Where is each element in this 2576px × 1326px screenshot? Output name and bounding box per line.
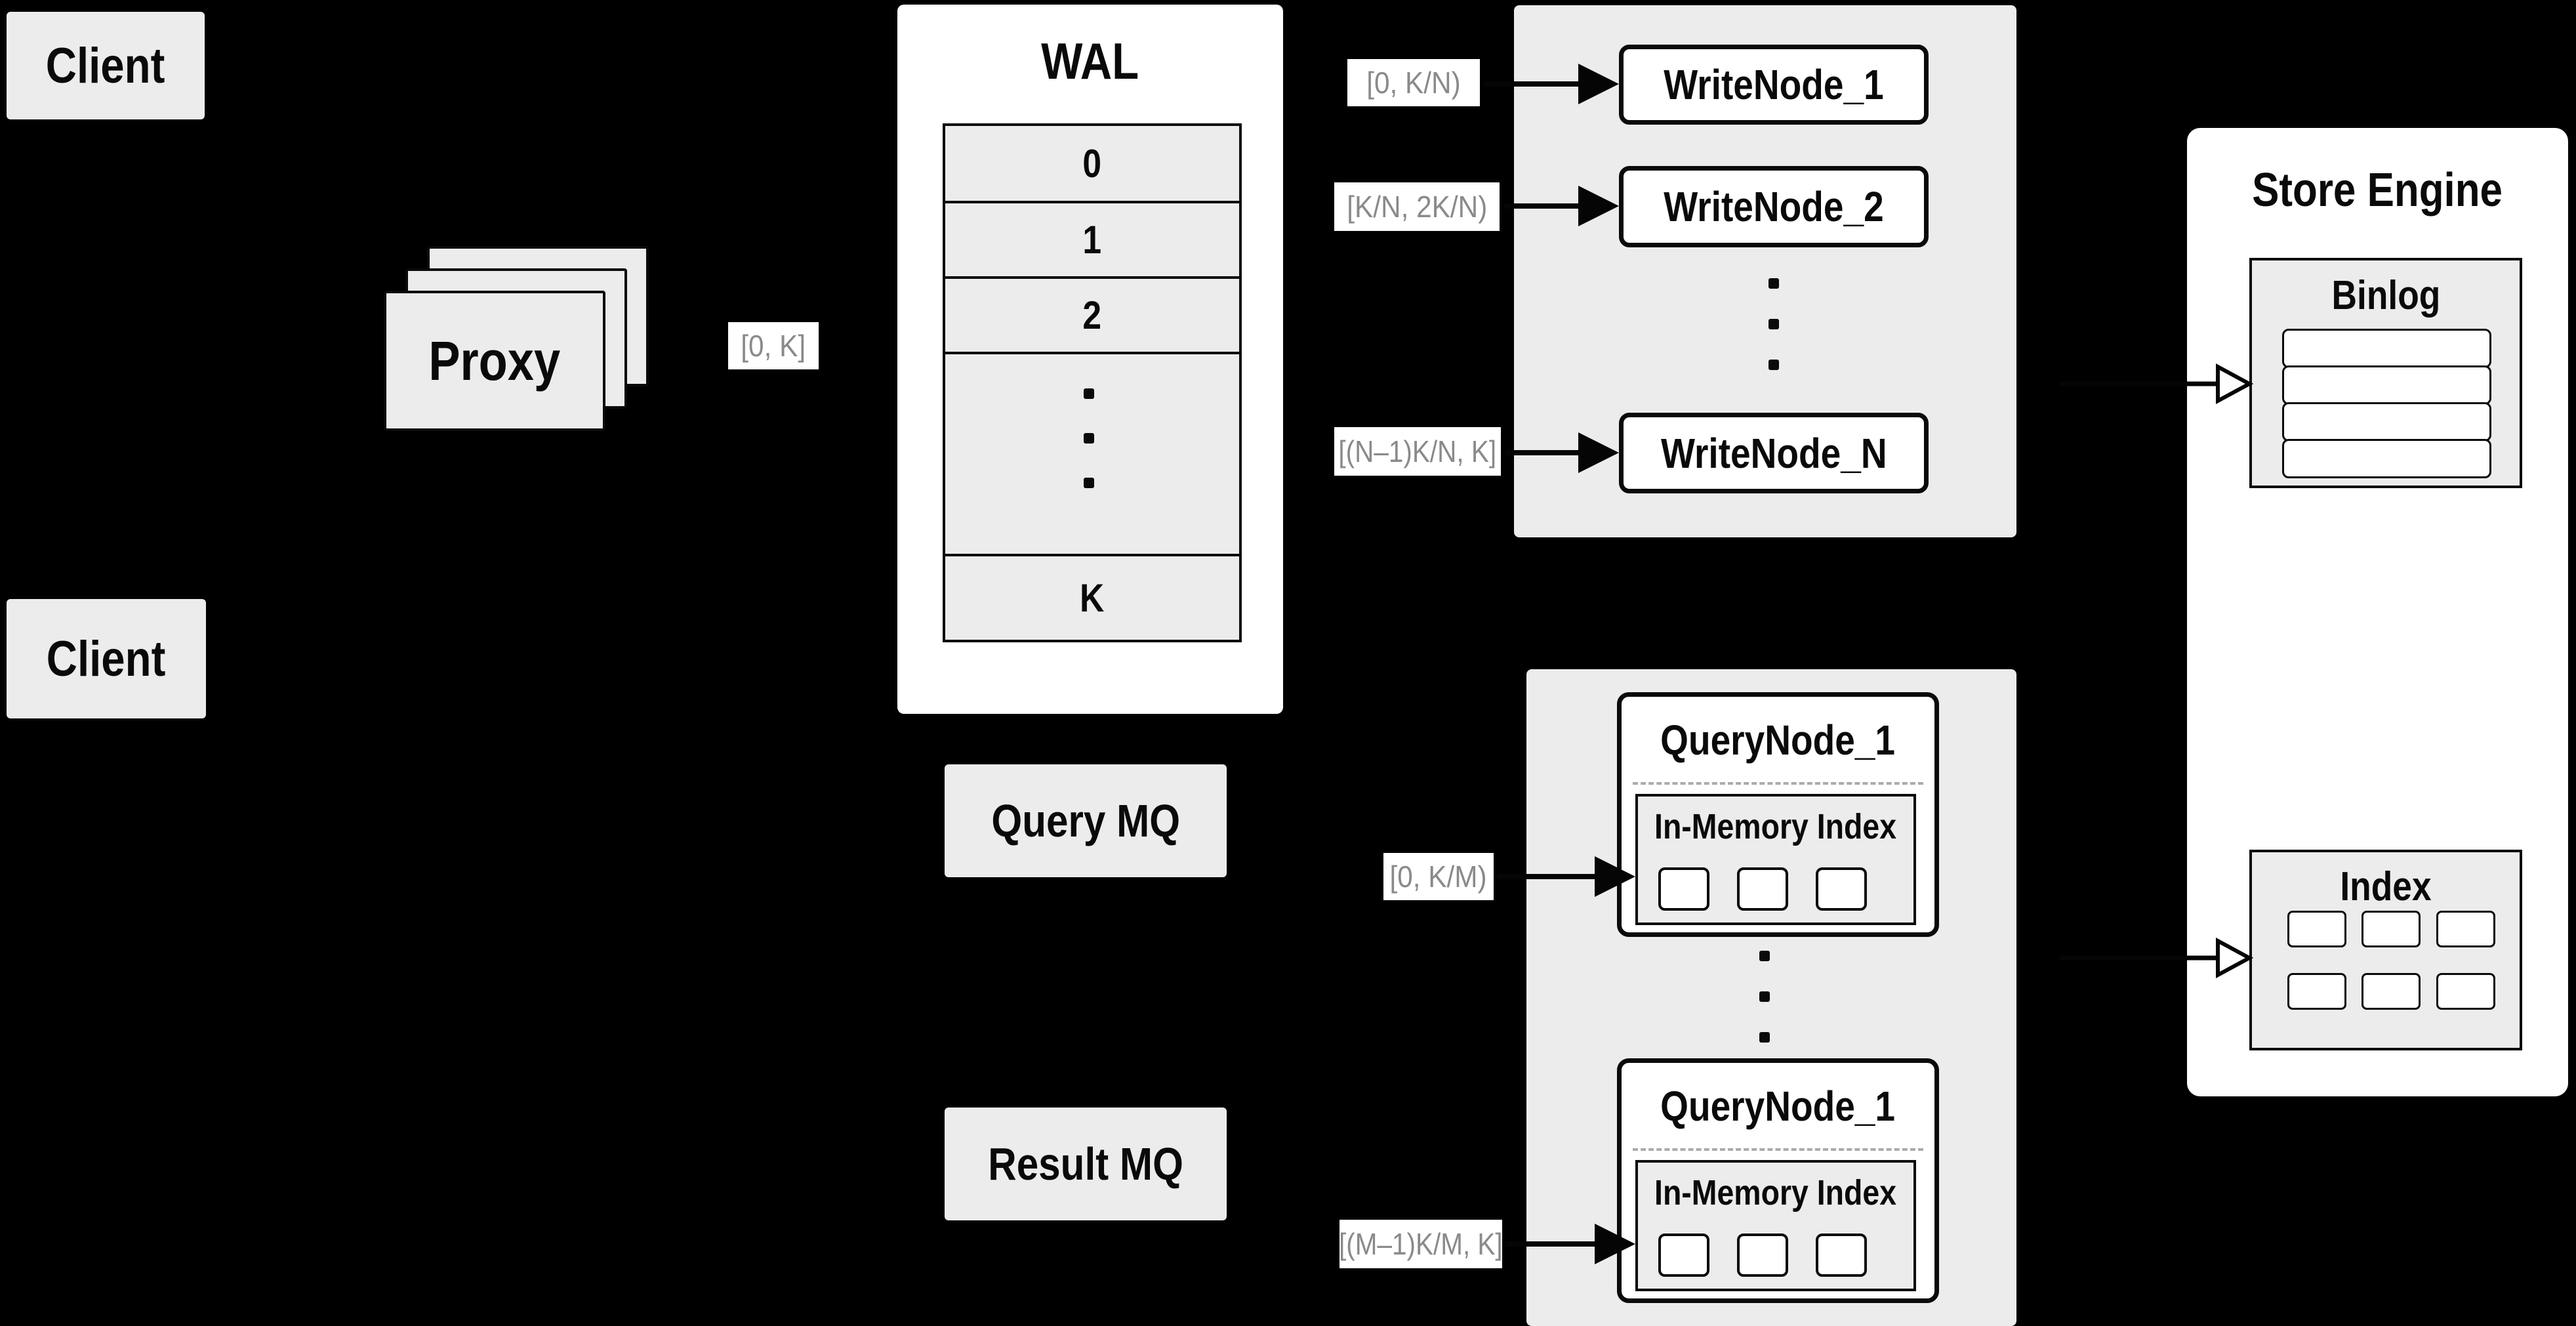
writenode-n-box: WriteNode_N xyxy=(1619,413,1929,493)
range-chip-writenode-1-label: [0, K/N) xyxy=(1366,66,1461,100)
wal-segment-row: 0 xyxy=(943,123,1242,203)
querynode-2-inmemory-index-label: In-Memory Index xyxy=(1654,1173,1897,1212)
proxy-label: Proxy xyxy=(428,329,561,392)
writenode-1-label: WriteNode_1 xyxy=(1664,61,1884,108)
querynode-2-title-wrap: QueryNode_1 xyxy=(1617,1069,1939,1143)
ellipsis-dot xyxy=(1084,433,1094,444)
wal-segment-row: K xyxy=(943,554,1242,642)
query-mq-box: Query MQ xyxy=(945,764,1227,877)
index-segment-cell xyxy=(2287,911,2346,947)
store-engine-label: Store Engine xyxy=(2252,164,2503,217)
ellipsis-dot xyxy=(1768,360,1779,370)
proxy-card-front: Proxy xyxy=(384,291,605,431)
binlog-row xyxy=(2282,329,2491,368)
query-mq-label: Query MQ xyxy=(991,795,1180,846)
binlog-title-wrap: Binlog xyxy=(2249,264,2522,327)
writenode-2-label: WriteNode_2 xyxy=(1664,183,1884,230)
querynode-2-divider xyxy=(1633,1148,1923,1151)
index-segment-cell xyxy=(2436,973,2495,1010)
range-chip-writenode-1: [0, K/N) xyxy=(1347,59,1480,106)
store-index-box xyxy=(2249,850,2522,1050)
range-chip-querynode-m-label: [(M–1)K/M, K] xyxy=(1339,1227,1503,1261)
writenode-n-label: WriteNode_N xyxy=(1660,429,1887,477)
result-mq-label: Result MQ xyxy=(988,1138,1183,1190)
index-segment-cell xyxy=(1816,1233,1867,1277)
wal-title: WAL xyxy=(1041,31,1139,90)
querynode-1-title-wrap: QueryNode_1 xyxy=(1617,703,1939,777)
result-mq-box: Result MQ xyxy=(945,1108,1227,1220)
writenode-1-box: WriteNode_1 xyxy=(1619,45,1929,125)
wal-title-wrap: WAL xyxy=(897,25,1283,97)
range-chip-proxy-label: [0, K] xyxy=(741,329,806,363)
binlog-row xyxy=(2282,402,2491,442)
wal-segment-k: K xyxy=(1080,576,1105,620)
index-segment-cell xyxy=(2361,973,2421,1010)
querynode-1-inmemory-index-label: In-Memory Index xyxy=(1654,807,1897,846)
store-index-title-wrap: Index xyxy=(2249,855,2522,918)
client-top-label: Client xyxy=(46,37,165,94)
index-segment-cell xyxy=(2287,973,2346,1010)
range-chip-proxy: [0, K] xyxy=(728,322,819,369)
binlog-label: Binlog xyxy=(2331,272,2440,318)
querynode-2-label: QueryNode_1 xyxy=(1660,1083,1896,1130)
store-index-label: Index xyxy=(2340,863,2432,909)
querynode-1-label: QueryNode_1 xyxy=(1660,716,1896,764)
index-segment-cell xyxy=(1658,867,1709,911)
index-segment-cell xyxy=(1658,1233,1709,1277)
ellipsis-dot xyxy=(1768,319,1779,329)
client-middle-label: Client xyxy=(47,631,166,687)
range-chip-writenode-2: [K/N, 2K/N) xyxy=(1334,182,1500,231)
querynode-1-divider xyxy=(1633,782,1923,785)
ellipsis-dot xyxy=(1768,278,1779,289)
querynode-1-inmemory-index-title-wrap: In-Memory Index xyxy=(1635,800,1916,853)
store-engine-title-wrap: Store Engine xyxy=(2187,154,2568,226)
range-chip-writenode-n-label: [(N–1)K/N, K] xyxy=(1338,434,1497,468)
range-chip-querynode-1: [0, K/M) xyxy=(1383,853,1494,900)
index-segment-cell xyxy=(1737,867,1788,911)
ellipsis-dot xyxy=(1759,951,1770,961)
client-box-top: Client xyxy=(7,12,205,119)
ellipsis-dot xyxy=(1759,991,1770,1002)
client-box-middle: Client xyxy=(7,599,206,718)
wal-segment-2: 2 xyxy=(1082,293,1102,337)
range-chip-querynode-1-label: [0, K/M) xyxy=(1389,860,1488,894)
wal-segment-0: 0 xyxy=(1082,141,1102,186)
ellipsis-dot xyxy=(1084,388,1094,399)
binlog-row xyxy=(2282,365,2491,405)
index-segment-cell xyxy=(2361,911,2421,947)
index-segment-cell xyxy=(1737,1233,1788,1277)
range-chip-querynode-m: [(M–1)K/M, K] xyxy=(1339,1220,1503,1268)
ellipsis-dot xyxy=(1084,478,1094,488)
range-chip-writenode-2-label: [K/N, 2K/N) xyxy=(1346,190,1487,224)
index-segment-cell xyxy=(1816,867,1867,911)
wal-segment-row: 1 xyxy=(943,201,1242,279)
range-chip-writenode-n: [(N–1)K/N, K] xyxy=(1334,427,1501,476)
binlog-row xyxy=(2282,439,2491,478)
querynode-2-inmemory-index-title-wrap: In-Memory Index xyxy=(1635,1167,1916,1219)
wal-segment-row-ellipsis xyxy=(943,352,1242,556)
ellipsis-dot xyxy=(1759,1032,1770,1043)
index-segment-cell xyxy=(2436,911,2495,947)
wal-segment-row: 2 xyxy=(943,276,1242,354)
wal-segment-1: 1 xyxy=(1082,218,1102,262)
writenode-2-box: WriteNode_2 xyxy=(1619,166,1929,247)
